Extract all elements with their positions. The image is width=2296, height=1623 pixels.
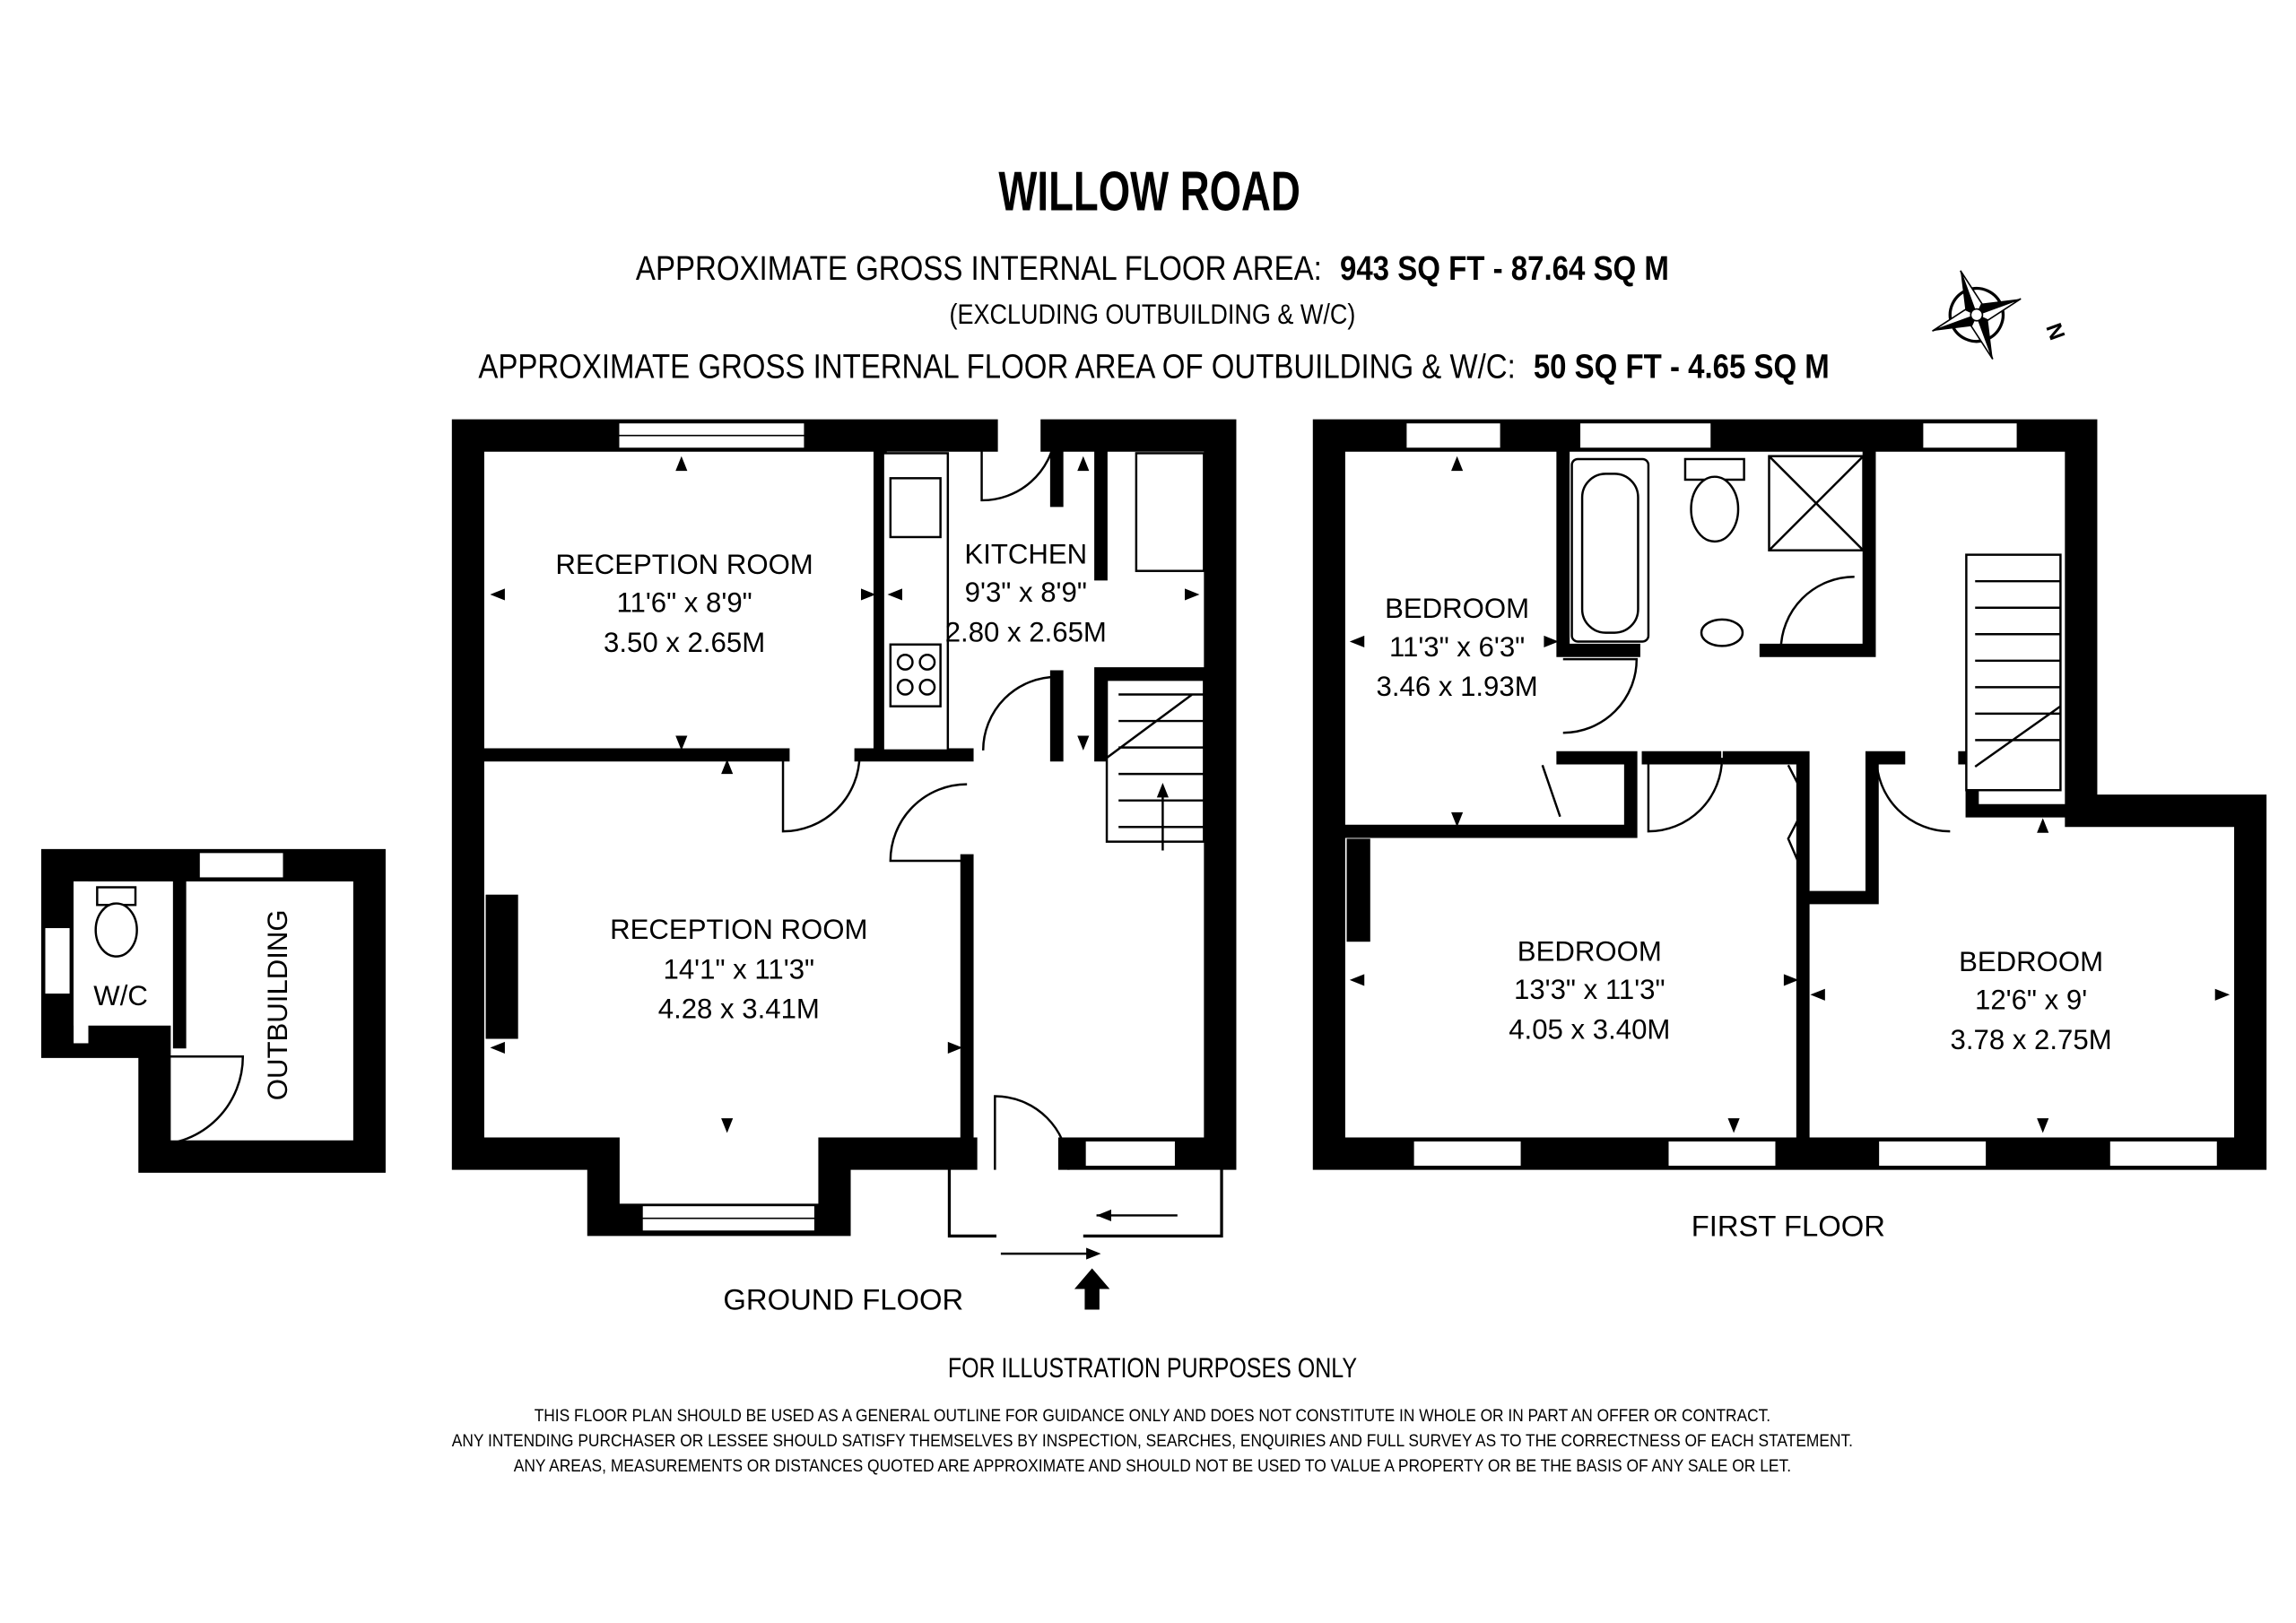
room-dimensions-metric: 4.05 x 3.40M <box>1509 1014 1670 1046</box>
plan-title: WILLOW ROAD <box>998 161 1300 223</box>
outbuilding-line-label: APPROXIMATE GROSS INTERNAL FLOOR AREA OF… <box>478 348 1515 386</box>
room-dimensions-metric: 2.80 x 2.65M <box>945 616 1107 647</box>
room-dimensions-imperial: 11'6" x 8'9" <box>616 587 752 619</box>
area-line-label: APPROXIMATE GROSS INTERNAL FLOOR AREA: <box>636 249 1322 287</box>
first-floor-plan: BEDROOM 11'3" x 6'3" 3.46 x 1.93M BEDROO… <box>1312 419 2267 1242</box>
room-name: RECEPTION ROOM <box>555 549 813 580</box>
room-dimensions-metric: 3.78 x 2.75M <box>1951 1024 2112 1055</box>
room-dimensions-imperial: 12'6" x 9' <box>1975 985 2087 1016</box>
exclusion-note: (EXCLUDING OUTBUILDING & W/C) <box>949 299 1355 330</box>
outbuilding-plan: W/C OUTBUILDING <box>40 848 386 1173</box>
room-dimensions-imperial: 11'3" x 6'3" <box>1389 631 1525 663</box>
disclaimer-line-2: ANY INTENDING PURCHASER OR LESSEE SHOULD… <box>452 1431 1853 1451</box>
room-dimensions-metric: 3.46 x 1.93M <box>1377 671 1538 702</box>
disclaimer-line-1: THIS FLOOR PLAN SHOULD BE USED AS A GENE… <box>535 1406 1770 1426</box>
ground-floor-plan: RECEPTION ROOM 11'6" x 8'9" 3.50 x 2.65M… <box>451 419 1237 1315</box>
ground-floor-staircase <box>1105 678 1205 851</box>
area-line: APPROXIMATE GROSS INTERNAL FLOOR AREA: 94… <box>636 249 1669 287</box>
room-name: RECEPTION ROOM <box>610 914 867 945</box>
room-name: BEDROOM <box>1959 946 2103 977</box>
outbuilding-label: OUTBUILDING <box>262 909 293 1100</box>
room-reception-room-1: RECEPTION ROOM 11'6" x 8'9" 3.50 x 2.65M <box>555 549 813 658</box>
first-floor-staircase <box>1965 553 2062 792</box>
room-kitchen: KITCHEN 9'3" x 8'9" 2.80 x 2.65M <box>945 538 1107 647</box>
room-bedroom-3: BEDROOM 12'6" x 9' 3.78 x 2.75M <box>1951 946 2112 1055</box>
header: WILLOW ROAD APPROXIMATE GROSS INTERNAL F… <box>478 161 1829 386</box>
room-name: BEDROOM <box>1518 936 1662 968</box>
footer: FOR ILLUSTRATION PURPOSES ONLY THIS FLOO… <box>452 1352 1853 1476</box>
room-dimensions-imperial: 13'3" x 11'3" <box>1514 974 1665 1005</box>
wc-label: W/C <box>93 980 148 1011</box>
room-bedroom-1: BEDROOM 11'3" x 6'3" 3.46 x 1.93M <box>1377 593 1538 702</box>
outbuilding-line: APPROXIMATE GROSS INTERNAL FLOOR AREA OF… <box>478 348 1829 386</box>
room-dimensions-imperial: 9'3" x 8'9" <box>965 577 1087 608</box>
area-line-value: 943 SQ FT - 87.64 SQ M <box>1340 249 1669 287</box>
first-floor-label: FIRST FLOOR <box>1692 1209 1885 1242</box>
room-reception-room-2: RECEPTION ROOM 14'1" x 11'3" 4.28 x 3.41… <box>610 914 867 1025</box>
ground-floor-label: GROUND FLOOR <box>723 1282 963 1315</box>
room-bedroom-2: BEDROOM 13'3" x 11'3" 4.05 x 3.40M <box>1509 936 1670 1046</box>
compass-north-label: N <box>2040 320 2068 343</box>
room-dimensions-imperial: 14'1" x 11'3" <box>664 953 815 985</box>
room-dimensions-metric: 3.50 x 2.65M <box>604 627 765 658</box>
outbuilding-line-value: 50 SQ FT - 4.65 SQ M <box>1534 348 1830 386</box>
illustration-note: FOR ILLUSTRATION PURPOSES ONLY <box>948 1352 1357 1384</box>
entrance-arrow-icon <box>1074 1268 1110 1310</box>
room-name: BEDROOM <box>1385 593 1529 624</box>
compass-icon <box>1932 270 2022 360</box>
disclaimer-line-3: ANY AREAS, MEASUREMENTS OR DISTANCES QUO… <box>514 1456 1791 1476</box>
room-dimensions-metric: 4.28 x 3.41M <box>658 994 820 1025</box>
room-name: KITCHEN <box>964 538 1087 569</box>
